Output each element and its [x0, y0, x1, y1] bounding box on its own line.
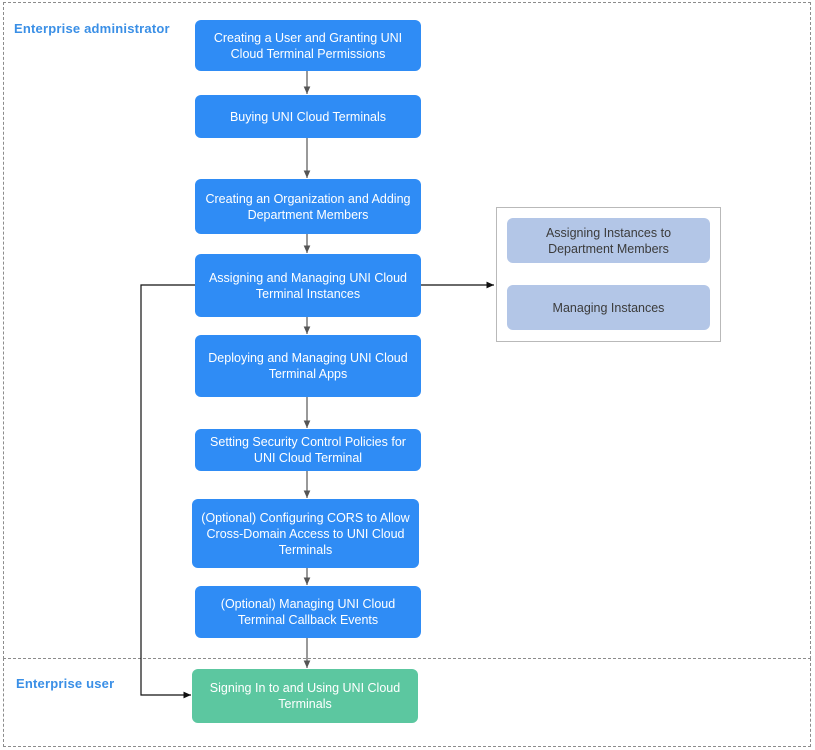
step-configure-cors: (Optional) Configuring CORS to Allow Cro… — [192, 499, 419, 568]
step-label: Signing In to and Using UNI Cloud Termin… — [209, 681, 401, 711]
step-label: Creating a User and Granting UNI Cloud T… — [213, 30, 403, 61]
step-label: Buying UNI Cloud Terminals — [229, 109, 387, 124]
step-callback-events: (Optional) Managing UNI Cloud Terminal C… — [195, 586, 421, 638]
step-create-user-grant-permissions: Creating a User and Granting UNI Cloud T… — [195, 20, 421, 71]
lane-title-enterprise-administrator: Enterprise administrator — [14, 21, 170, 36]
lane-enterprise-user — [3, 658, 811, 747]
step-assign-manage-instances: Assigning and Managing UNI Cloud Termina… — [195, 254, 421, 317]
substep-label: Managing Instances — [552, 300, 665, 315]
substep-assign-instances: Assigning Instances to Department Member… — [507, 218, 710, 263]
step-label: Creating an Organization and Adding Depa… — [205, 191, 411, 222]
step-label: Setting Security Control Policies for UN… — [210, 435, 406, 465]
step-security-control-policies: Setting Security Control Policies for UN… — [195, 429, 421, 471]
lane-enterprise-administrator — [3, 2, 811, 659]
substep-label: Assigning Instances to Department Member… — [545, 225, 672, 256]
step-label: (Optional) Managing UNI Cloud Terminal C… — [220, 597, 396, 627]
substep-managing-instances: Managing Instances — [507, 285, 710, 330]
step-sign-in-use-terminals: Signing In to and Using UNI Cloud Termin… — [192, 669, 418, 723]
step-create-organization: Creating an Organization and Adding Depa… — [195, 179, 421, 234]
lane-title-enterprise-user: Enterprise user — [16, 676, 115, 691]
step-label: Deploying and Managing UNI Cloud Termina… — [208, 351, 408, 381]
step-label: Assigning and Managing UNI Cloud Termina… — [208, 270, 408, 301]
step-deploy-manage-apps: Deploying and Managing UNI Cloud Termina… — [195, 335, 421, 397]
step-label: (Optional) Configuring CORS to Allow Cro… — [201, 510, 410, 557]
step-buy-cloud-terminals: Buying UNI Cloud Terminals — [195, 95, 421, 138]
